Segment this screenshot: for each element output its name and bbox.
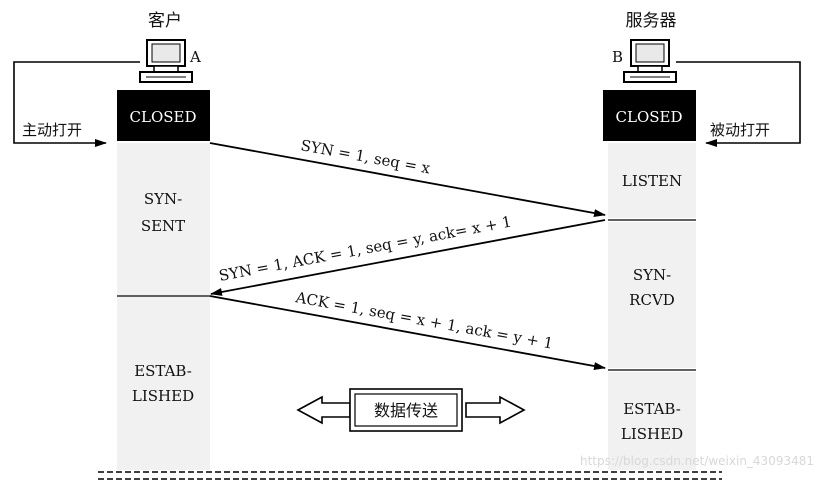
client-title: 客户 — [148, 11, 182, 31]
server-syn-rcvd-label-1: SYN- — [633, 266, 671, 284]
client-closed-label: CLOSED — [130, 108, 197, 126]
client-state-syn-sent — [117, 143, 210, 295]
data-transfer-box-inner — [354, 393, 458, 427]
server-established-label-1: ESTAB- — [623, 400, 681, 418]
server-listen-label: LISTEN — [622, 172, 682, 190]
client-established-label-2: LISHED — [132, 387, 194, 405]
server-label-b: B — [612, 48, 623, 66]
client-state-closed — [117, 90, 210, 141]
client-syn-sent-label-2: SENT — [141, 217, 185, 235]
client-state-established — [117, 297, 210, 470]
data-transfer-label: 数据传送 — [374, 401, 438, 420]
server-state-established — [608, 372, 696, 470]
server-title: 服务器 — [626, 11, 677, 31]
server-state-closed — [603, 90, 696, 141]
server-established-label-2: LISHED — [621, 425, 683, 443]
server-closed-label: CLOSED — [616, 108, 683, 126]
syn-ack-message-label: SYN = 1, ACK = 1, seq = y, ack= x + 1 — [217, 213, 513, 285]
client-label-a: A — [189, 48, 201, 66]
passive-open-label: 被动打开 — [710, 121, 770, 139]
client-established-label-1: ESTAB- — [134, 362, 192, 380]
server-computer-icon — [623, 39, 677, 83]
server-syn-rcvd-label-2: RCVD — [629, 291, 675, 309]
ack-message-arrow — [209, 295, 606, 370]
client-syn-sent-label-1: SYN- — [144, 190, 182, 208]
watermark: https://blog.csdn.net/weixin_43093481 — [580, 454, 814, 468]
active-open-arrow — [13, 61, 140, 147]
passive-open-arrow — [676, 61, 801, 147]
syn-message-arrow — [209, 142, 606, 217]
data-transfer-left-arrow-icon — [296, 395, 351, 425]
server-state-syn-rcvd — [608, 222, 696, 368]
active-open-label: 主动打开 — [22, 121, 82, 139]
client-computer-icon — [139, 39, 193, 83]
ack-message-label: ACK = 1, seq = x + 1, ack = y + 1 — [293, 288, 554, 353]
data-transfer-right-arrow-icon — [465, 395, 526, 425]
syn-ack-message-arrow — [210, 219, 606, 296]
server-state-listen — [608, 143, 696, 218]
